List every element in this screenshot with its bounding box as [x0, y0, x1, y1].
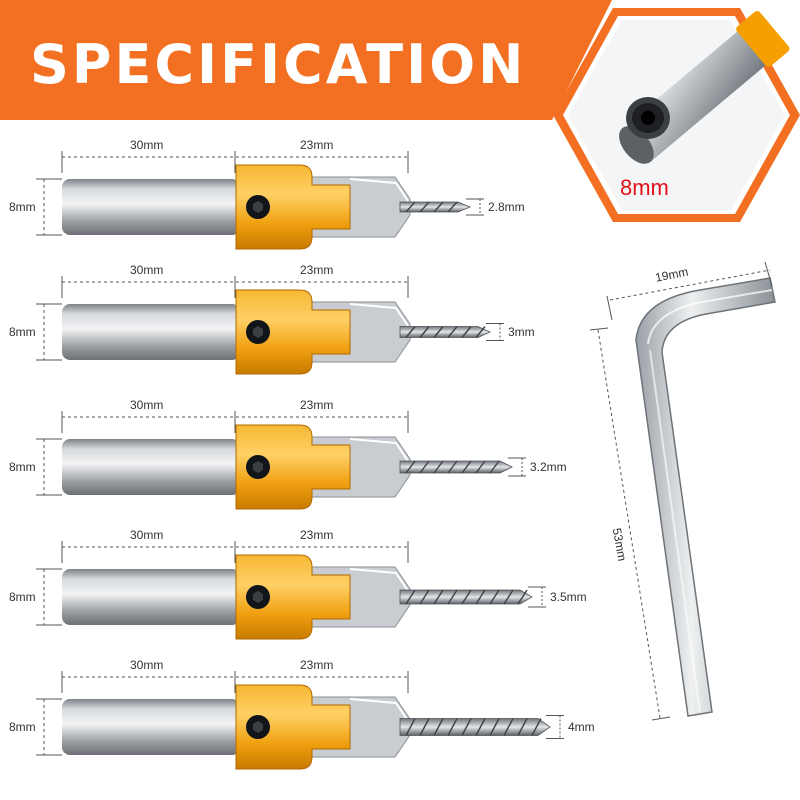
cutter-edge — [349, 698, 409, 722]
drill-flute — [433, 718, 444, 736]
shank-length-label: 30mm — [130, 398, 163, 412]
hex-key-short-arm: 19mm — [654, 265, 689, 285]
cutter-length-label: 23mm — [300, 398, 333, 412]
drill-flute — [489, 460, 500, 474]
hex-socket — [253, 201, 263, 213]
drill-flute — [503, 589, 514, 605]
bit-shank — [62, 569, 240, 625]
shank-diameter-label: 8mm — [9, 720, 36, 734]
cutter-edge — [349, 568, 409, 592]
drill-flute — [447, 326, 458, 338]
hex-socket — [253, 461, 263, 473]
countersink-bit: 30mm 23mm 8mm 2.8mm — [9, 138, 525, 250]
countersink-bit: 30mm 23mm 8mm 3mm — [9, 263, 535, 375]
bit-shank — [62, 179, 240, 235]
drill-diameter-label: 3.2mm — [530, 460, 567, 474]
cutter-length-label: 23mm — [300, 138, 333, 152]
drill-flute — [405, 201, 416, 213]
page-title: SPECIFICATION — [30, 33, 526, 96]
drill-flute — [517, 718, 528, 736]
cutter-length-label: 23mm — [300, 528, 333, 542]
cutter-edge — [349, 178, 409, 202]
shank-length-label: 30mm — [130, 658, 163, 672]
drill-flute — [461, 326, 472, 338]
drill-flute — [531, 718, 542, 736]
title-banner — [0, 0, 612, 120]
hex-socket — [253, 591, 263, 603]
drill-flute — [433, 589, 444, 605]
inset-shank-label: 8mm — [620, 175, 669, 200]
hex-key-body — [635, 277, 776, 717]
drill-flute — [419, 201, 430, 213]
cutter-length-label: 23mm — [300, 658, 333, 672]
shank-inset: 8mm — [553, 8, 800, 222]
drill-flute — [447, 201, 458, 213]
drill-flute — [447, 460, 458, 474]
bits-list: 30mm 23mm 8mm 2.8mm 30mm 23mm 8mm 3mm 30mm 23mm 8m… — [9, 138, 595, 770]
drill-flute — [447, 589, 458, 605]
countersink-bit: 30mm 23mm 8mm 3.2mm — [9, 398, 567, 510]
drill-flute — [447, 718, 458, 736]
drill-flute — [475, 326, 486, 338]
drill-flute — [461, 589, 472, 605]
bit-shank — [62, 699, 240, 755]
drill-diameter-label: 4mm — [568, 720, 595, 734]
drill-diameter-label: 3.5mm — [550, 590, 587, 604]
hex-key-long-arm: 53mm — [610, 527, 630, 562]
drill-flute — [489, 718, 500, 736]
cutter-edge — [349, 438, 409, 462]
drill-flute — [433, 326, 444, 338]
drill-flute — [517, 589, 528, 605]
drill-flute — [405, 718, 416, 736]
drill-flute — [419, 326, 430, 338]
drill-flute — [419, 718, 430, 736]
hex-key: 19mm 53mm — [589, 261, 776, 721]
drill-flute — [419, 589, 430, 605]
bit-shank — [62, 304, 240, 360]
drill-flute — [419, 460, 430, 474]
drill-flute — [433, 201, 444, 213]
drill-flute — [489, 589, 500, 605]
drill-flute — [405, 460, 416, 474]
stop-collar — [235, 554, 351, 640]
cutter-length-label: 23mm — [300, 263, 333, 277]
drill-bit — [399, 201, 472, 213]
cutter-edge — [349, 303, 409, 327]
stop-collar — [235, 684, 351, 770]
shank-diameter-label: 8mm — [9, 200, 36, 214]
drill-flute — [475, 718, 486, 736]
hex-socket — [253, 721, 263, 733]
hex-socket — [253, 326, 263, 338]
shank-length-label: 30mm — [130, 528, 163, 542]
shank-diameter-label: 8mm — [9, 325, 36, 339]
drill-flute — [405, 589, 416, 605]
drill-flute — [475, 460, 486, 474]
drill-flute — [461, 460, 472, 474]
shank-diameter-label: 8mm — [9, 590, 36, 604]
drill-flute — [461, 718, 472, 736]
drill-flute — [503, 718, 514, 736]
drill-flute — [433, 460, 444, 474]
bit-shank — [62, 439, 240, 495]
stop-collar — [235, 424, 351, 510]
drill-bit — [399, 718, 551, 736]
drill-flute — [405, 326, 416, 338]
stop-collar — [235, 289, 351, 375]
drill-flute — [475, 589, 486, 605]
shank-length-label: 30mm — [130, 138, 163, 152]
shank-length-label: 30mm — [130, 263, 163, 277]
drill-bit — [399, 460, 513, 474]
countersink-bit: 30mm 23mm 8mm 3.5mm — [9, 528, 587, 640]
countersink-bit: 30mm 23mm 8mm 4mm — [9, 658, 595, 770]
shank-diameter-label: 8mm — [9, 460, 36, 474]
drill-diameter-label: 3mm — [508, 325, 535, 339]
stop-collar — [235, 164, 351, 250]
drill-diameter-label: 2.8mm — [488, 200, 525, 214]
